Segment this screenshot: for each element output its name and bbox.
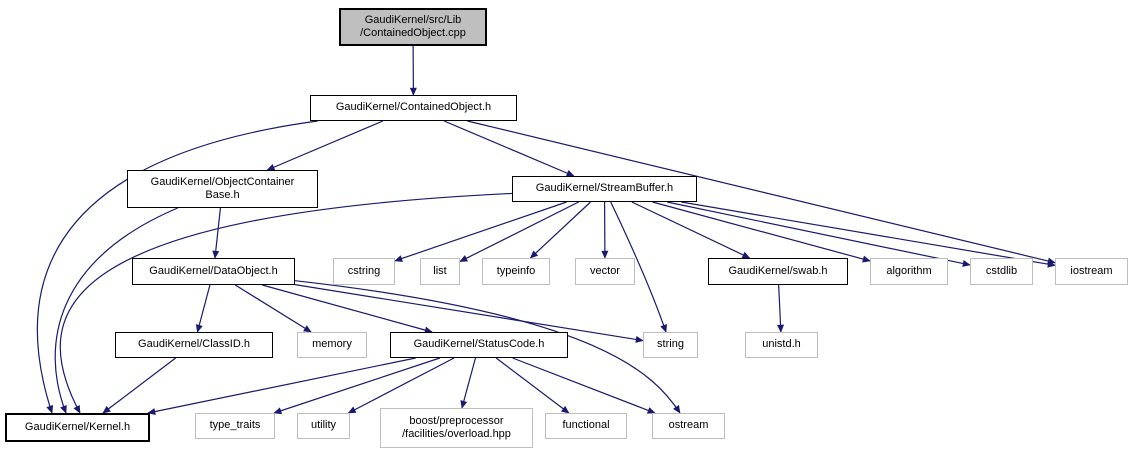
node-cstring: cstring: [333, 258, 395, 285]
edge-streambuffer-typeinfo: [529, 201, 591, 259]
node-label: vector: [590, 264, 620, 277]
node-utility: utility: [297, 413, 350, 439]
node-label: GaudiKernel/StatusCode.h: [413, 338, 545, 351]
node-dataobject[interactable]: GaudiKernel/DataObject.h: [132, 258, 295, 285]
edge-statuscode-kernel: [147, 357, 416, 415]
node-algorithm: algorithm: [870, 258, 948, 285]
node-contained_h[interactable]: GaudiKernel/ContainedObject.h: [310, 95, 517, 121]
edge-contained_h-kernel: [36, 120, 318, 414]
node-statuscode[interactable]: GaudiKernel/StatusCode.h: [390, 332, 568, 358]
node-swab[interactable]: GaudiKernel/swab.h: [708, 258, 848, 285]
node-string: string: [643, 332, 698, 358]
node-label: GaudiKernel/DataObject.h: [149, 264, 278, 277]
edge-objcontainer-dataobject: [212, 207, 222, 259]
edge-dataobject-string: [294, 284, 644, 343]
edge-dataobject-memory: [234, 284, 312, 333]
edge-streambuffer-kernel: [59, 192, 513, 414]
node-label: functional: [562, 419, 610, 432]
node-label: ostream: [668, 419, 709, 432]
edge-contained_h-objcontainer: [266, 120, 384, 171]
node-label: boost/preprocessor /facilities/overload.…: [402, 414, 511, 440]
node-label: type_traits: [209, 419, 261, 432]
node-list: list: [420, 258, 460, 285]
node-label: GaudiKernel/Kernel.h: [24, 420, 131, 433]
node-type_traits: type_traits: [195, 413, 275, 439]
edge-dataobject-ostream: [294, 280, 681, 414]
edge-contained_h-iostream: [467, 120, 1056, 265]
edge-streambuffer-list: [459, 201, 579, 263]
node-label: GaudiKernel/ClassID.h: [138, 338, 250, 351]
node-label: iostream: [1070, 264, 1113, 277]
node-boost: boost/preprocessor /facilities/overload.…: [380, 408, 533, 448]
node-iostream: iostream: [1055, 258, 1128, 285]
node-label: typeinfo: [496, 264, 536, 277]
node-label: list: [433, 264, 447, 277]
edge-streambuffer-algorithm: [652, 201, 871, 263]
node-classid[interactable]: GaudiKernel/ClassID.h: [115, 332, 273, 358]
node-cstdlib: cstdlib: [970, 258, 1033, 285]
node-unistd: unistd.h: [745, 332, 818, 358]
node-objcontainer[interactable]: GaudiKernel/ObjectContainer Base.h: [127, 170, 318, 208]
node-ostream: ostream: [652, 413, 725, 439]
node-label: cstring: [347, 264, 381, 277]
node-kernel[interactable]: GaudiKernel/Kernel.h: [5, 413, 150, 442]
edge-classid-kernel: [102, 357, 177, 414]
node-label: memory: [312, 338, 352, 351]
edge-dataobject-statuscode: [262, 284, 433, 334]
edge-streambuffer-cstring: [394, 201, 567, 262]
edge-streambuffer-string: [610, 201, 667, 333]
edge-dataobject-classid: [195, 284, 211, 333]
node-label: GaudiKernel/src/Lib /ContainedObject.cpp: [360, 13, 466, 39]
edge-statuscode-functional: [495, 357, 570, 414]
node-label: GaudiKernel/swab.h: [728, 264, 828, 277]
node-label: algorithm: [886, 264, 932, 277]
edge-statuscode-type_traits: [273, 357, 441, 415]
edge-contained_h-streambuffer: [443, 120, 575, 177]
node-label: unistd.h: [762, 338, 801, 351]
node-root: GaudiKernel/src/Lib /ContainedObject.cpp: [339, 8, 487, 46]
node-label: GaudiKernel/ObjectContainer Base.h: [150, 175, 295, 201]
node-memory: memory: [297, 332, 367, 358]
node-streambuffer[interactable]: GaudiKernel/StreamBuffer.h: [512, 176, 697, 202]
node-vector: vector: [575, 258, 635, 285]
edge-swab-unistd: [777, 284, 785, 333]
node-label: cstdlib: [985, 264, 1018, 277]
node-label: string: [657, 338, 684, 351]
edge-statuscode-ostream: [512, 357, 656, 414]
node-label: GaudiKernel/StreamBuffer.h: [535, 182, 674, 195]
edge-streambuffer-cstdlib: [666, 201, 971, 267]
node-label: utility: [310, 419, 337, 432]
edge-streambuffer-iostream: [681, 201, 1056, 268]
edge-statuscode-boost: [460, 357, 477, 409]
node-label: GaudiKernel/ContainedObject.h: [335, 101, 492, 114]
edge-objcontainer-kernel: [54, 207, 178, 414]
edge-statuscode-utility: [347, 357, 455, 414]
node-functional: functional: [545, 413, 627, 439]
node-typeinfo: typeinfo: [482, 258, 550, 285]
edge-streambuffer-swab: [631, 201, 751, 259]
